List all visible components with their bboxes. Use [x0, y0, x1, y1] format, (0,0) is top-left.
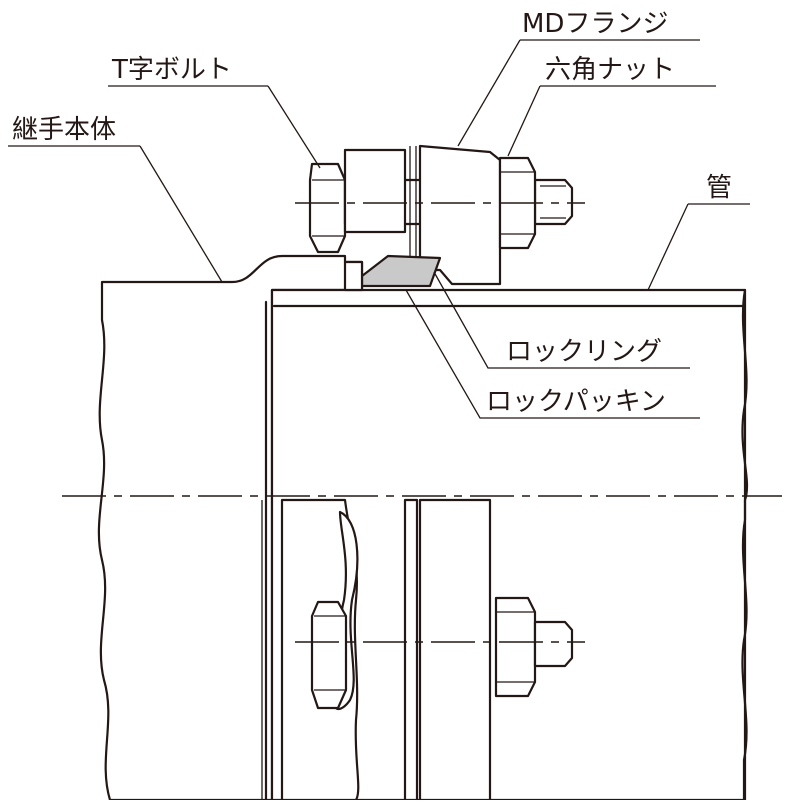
label-t-bolt: T字ボルト	[111, 55, 232, 85]
leader-hex-nut	[507, 85, 541, 157]
joint-body-shape	[97, 254, 364, 802]
label-joint-body: 継手本体	[12, 115, 116, 145]
t-bolt-thread-end-lower	[533, 620, 574, 668]
lock-packing	[343, 260, 364, 292]
hex-nut-lower	[494, 596, 537, 698]
lock-ring	[360, 254, 442, 288]
label-lock-packing: ロックパッキン	[486, 387, 666, 417]
flange-gap-lower	[403, 498, 419, 802]
md-flange-lower-right	[418, 498, 492, 802]
leader-joint-body	[139, 145, 223, 283]
leader-lock-ring	[433, 271, 690, 369]
leader-pipe	[647, 203, 689, 291]
label-lock-ring: ロックリング	[506, 337, 662, 367]
label-hex-nut: 六角ナット	[545, 55, 675, 85]
leader-md-flange	[457, 39, 521, 147]
label-pipe: 管	[706, 173, 732, 203]
md-flange-upper	[343, 148, 407, 234]
t-bolt-head-upper	[308, 162, 347, 254]
leader-t-bolt	[267, 85, 321, 169]
leader-lock-packing	[405, 289, 700, 419]
pipe-cut-edge	[741, 288, 749, 802]
t-bolt-head-lower	[310, 600, 348, 710]
label-md-flange: MDフランジ	[522, 9, 668, 39]
